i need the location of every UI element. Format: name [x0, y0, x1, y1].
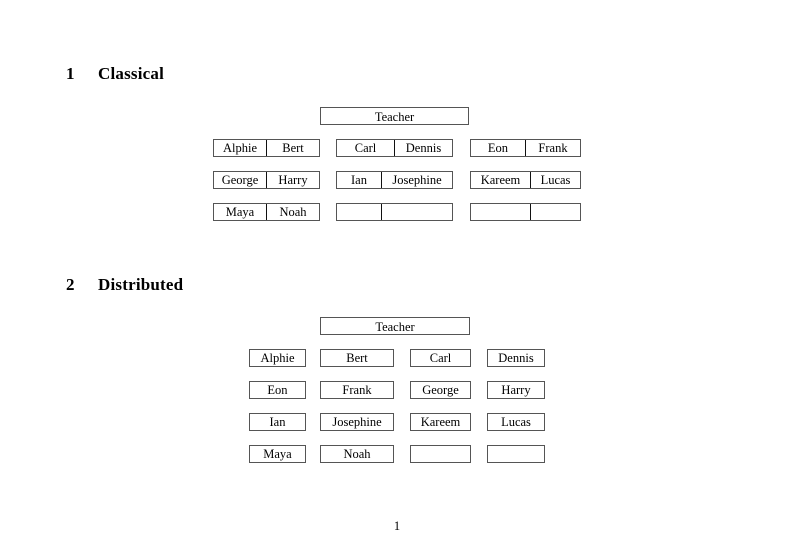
group-cell: Harry [266, 172, 319, 188]
classical-group-box: Maya Noah [213, 203, 320, 221]
group-cell: Noah [266, 204, 319, 220]
group-cell: Kareem [480, 173, 521, 187]
group-cell: Frank [525, 140, 580, 156]
classical-group-box-empty [470, 203, 581, 221]
group-cell [530, 204, 580, 220]
classical-teacher-box: Teacher [320, 107, 469, 125]
distributed-box: Alphie [249, 349, 306, 367]
distributed-box: Harry [487, 381, 545, 399]
section-title: Distributed [98, 275, 184, 294]
section-number: 1 [66, 64, 75, 83]
group-cell: Ian [351, 173, 367, 187]
section-number: 2 [66, 275, 75, 294]
group-cell: Carl [354, 141, 377, 155]
classical-group-box: Kareem Lucas [470, 171, 581, 189]
classical-group-box: Alphie Bert [213, 139, 320, 157]
group-cell [471, 204, 530, 220]
page-number: 1 [393, 519, 401, 533]
distributed-box: Dennis [487, 349, 545, 367]
group-cell: Josephine [381, 172, 452, 188]
distributed-box: Ian [249, 413, 306, 431]
classical-group-box: Carl Dennis [336, 139, 453, 157]
group-cell: George [221, 173, 259, 187]
group-cell [381, 204, 452, 220]
classical-group-box: Ian Josephine [336, 171, 453, 189]
group-cell: Bert [266, 140, 319, 156]
distributed-box: Lucas [487, 413, 545, 431]
classical-group-box: Eon Frank [470, 139, 581, 157]
distributed-box: Bert [320, 349, 394, 367]
classical-group-box-empty [336, 203, 453, 221]
distributed-box: Maya [249, 445, 306, 463]
distributed-box: George [410, 381, 471, 399]
group-cell: Alphie [222, 141, 258, 155]
distributed-box-empty [487, 445, 545, 463]
group-cell: Lucas [530, 172, 580, 188]
distributed-box: Eon [249, 381, 306, 399]
distributed-box-empty [410, 445, 471, 463]
section-title: Classical [98, 64, 165, 83]
distributed-teacher-box: Teacher [320, 317, 470, 335]
distributed-box: Kareem [410, 413, 471, 431]
classical-group-box: George Harry [213, 171, 320, 189]
group-cell [337, 204, 381, 220]
distributed-box: Carl [410, 349, 471, 367]
distributed-box: Josephine [320, 413, 394, 431]
group-cell: Maya [225, 205, 255, 219]
section-heading-distributed: 2 Distributed [66, 275, 183, 295]
distributed-box: Noah [320, 445, 394, 463]
distributed-box: Frank [320, 381, 394, 399]
section-heading-classical: 1 Classical [66, 64, 164, 84]
group-cell: Eon [487, 141, 509, 155]
group-cell: Dennis [394, 140, 452, 156]
